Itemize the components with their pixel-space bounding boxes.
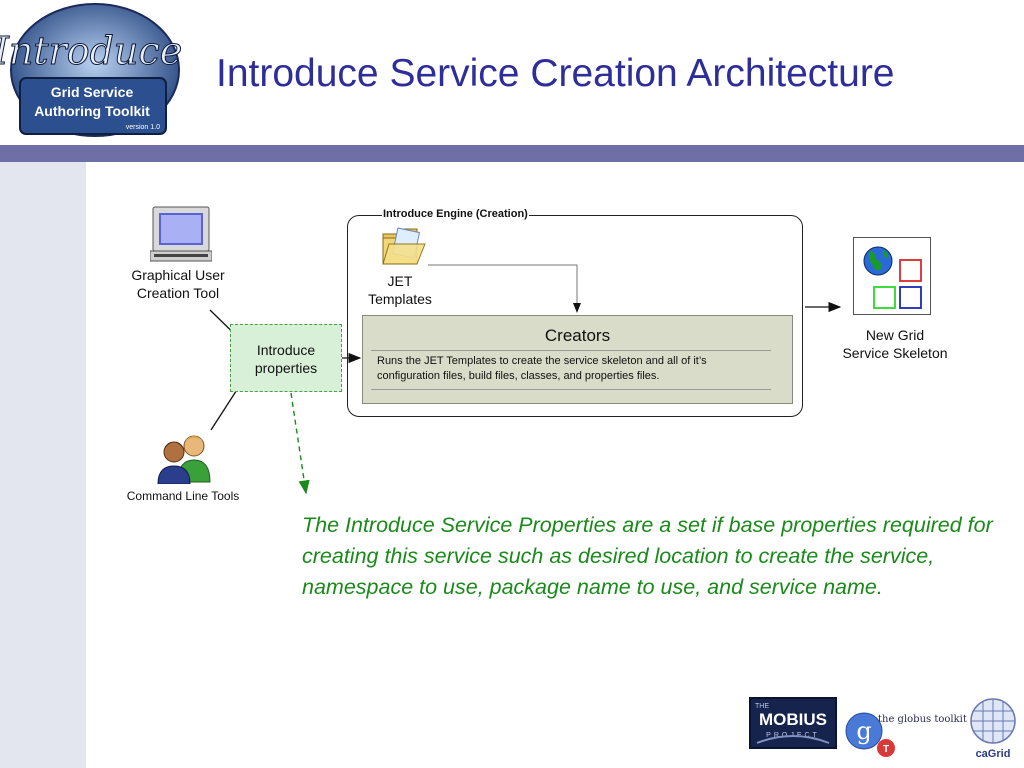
users-icon <box>157 435 211 484</box>
globus-text: the globus toolkit <box>878 714 967 725</box>
properties-box <box>230 324 342 392</box>
skeleton-box <box>853 237 931 315</box>
engine-label: Introduce Engine (Creation) <box>382 208 529 220</box>
logo-script-text: Introduce <box>0 29 182 73</box>
logo-version: version 1.0 <box>126 124 160 131</box>
properties-label: Introduce properties <box>230 341 342 377</box>
properties-line1: Introduce <box>256 342 316 358</box>
creators-title: Creators <box>544 326 611 345</box>
gui-tool-line2: Creation Tool <box>136 285 220 301</box>
properties-to-note-arrow <box>290 392 310 495</box>
jet-to-creators-arrow <box>428 264 581 313</box>
creators-description: Runs the JET Templates to create the ser… <box>371 350 771 390</box>
gui-tool-label: Graphical User Creation Tool <box>108 266 248 302</box>
title-divider-bar <box>0 145 1024 162</box>
page-title: Introduce Service Creation Architecture <box>216 52 895 95</box>
skeleton-line1: New Grid <box>865 327 925 343</box>
gui-tool-line1: Graphical User <box>131 267 225 283</box>
logo-line2: Authoring Toolkit <box>34 103 150 119</box>
mobius-logo: THE MOBIUS PROJECT <box>749 697 837 749</box>
cli-tools-label: Command Line Tools <box>126 489 240 503</box>
engine-box <box>347 215 803 417</box>
mobius-line1: THE <box>755 703 769 710</box>
mobius-line2: MOBIUS <box>759 710 827 729</box>
cagrid-logo: caGrid <box>970 698 1016 760</box>
globus-mark: g <box>856 717 871 745</box>
folder-icon <box>382 227 426 265</box>
logo-line1: Grid Service <box>51 84 134 100</box>
properties-note: The Introduce Service Properties are a s… <box>302 513 993 599</box>
side-strip <box>0 162 86 768</box>
introduce-logo: Introduce Grid Service Authoring Toolkit… <box>0 3 182 137</box>
jet-line1: JET <box>387 273 413 289</box>
jet-line2: Templates <box>368 291 432 307</box>
globe-icon <box>863 246 922 309</box>
properties-line2: properties <box>254 360 318 376</box>
globus-logo: g T the globus toolkit <box>845 712 967 757</box>
jet-label: JET Templates <box>350 272 450 308</box>
skeleton-line2: Service Skeleton <box>842 345 948 361</box>
skeleton-label: New Grid Service Skeleton <box>820 326 970 362</box>
cagrid-text: caGrid <box>976 748 1011 760</box>
computer-icon <box>150 206 212 262</box>
globus-t-mark: T <box>883 744 889 755</box>
